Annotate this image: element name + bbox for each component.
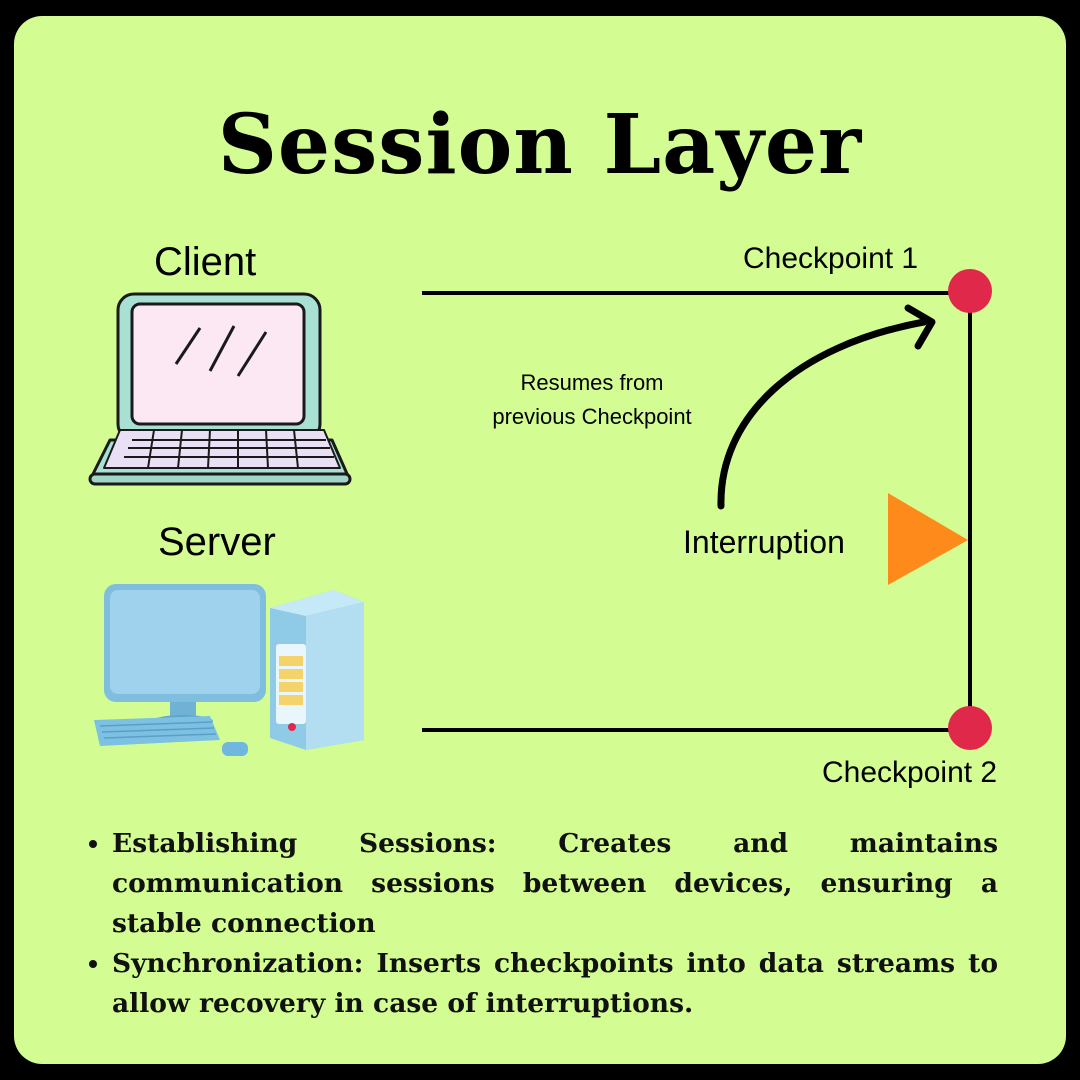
resume-note: Resumes from previous Checkpoint bbox=[454, 366, 730, 434]
infographic-card: Session Layer bbox=[14, 16, 1066, 1064]
client-label: Client bbox=[154, 240, 257, 284]
checkpoint-2-dot bbox=[948, 706, 992, 750]
server-label: Server bbox=[158, 520, 276, 564]
interruption-label: Interruption bbox=[683, 524, 845, 560]
page-title: Session Layer bbox=[217, 97, 863, 193]
feature-list: Establishing Sessions: Creates and maint… bbox=[86, 824, 998, 1024]
checkpoint-1-label: Checkpoint 1 bbox=[743, 242, 919, 275]
session-diagram bbox=[88, 269, 992, 756]
resume-line-1: Resumes from bbox=[520, 370, 664, 395]
checkpoint-2-label: Checkpoint 2 bbox=[822, 756, 998, 789]
laptop-icon bbox=[88, 292, 352, 486]
interruption-triangle-icon bbox=[888, 493, 968, 585]
curved-arrow bbox=[717, 304, 936, 510]
resume-line-2: previous Checkpoint bbox=[492, 404, 692, 429]
checkpoint-1-dot bbox=[948, 269, 992, 313]
bullet-synchronization: Synchronization: Inserts checkpoints int… bbox=[112, 944, 998, 1024]
bullet-establishing-sessions: Establishing Sessions: Creates and maint… bbox=[112, 824, 998, 944]
desktop-computer-icon bbox=[94, 584, 364, 756]
